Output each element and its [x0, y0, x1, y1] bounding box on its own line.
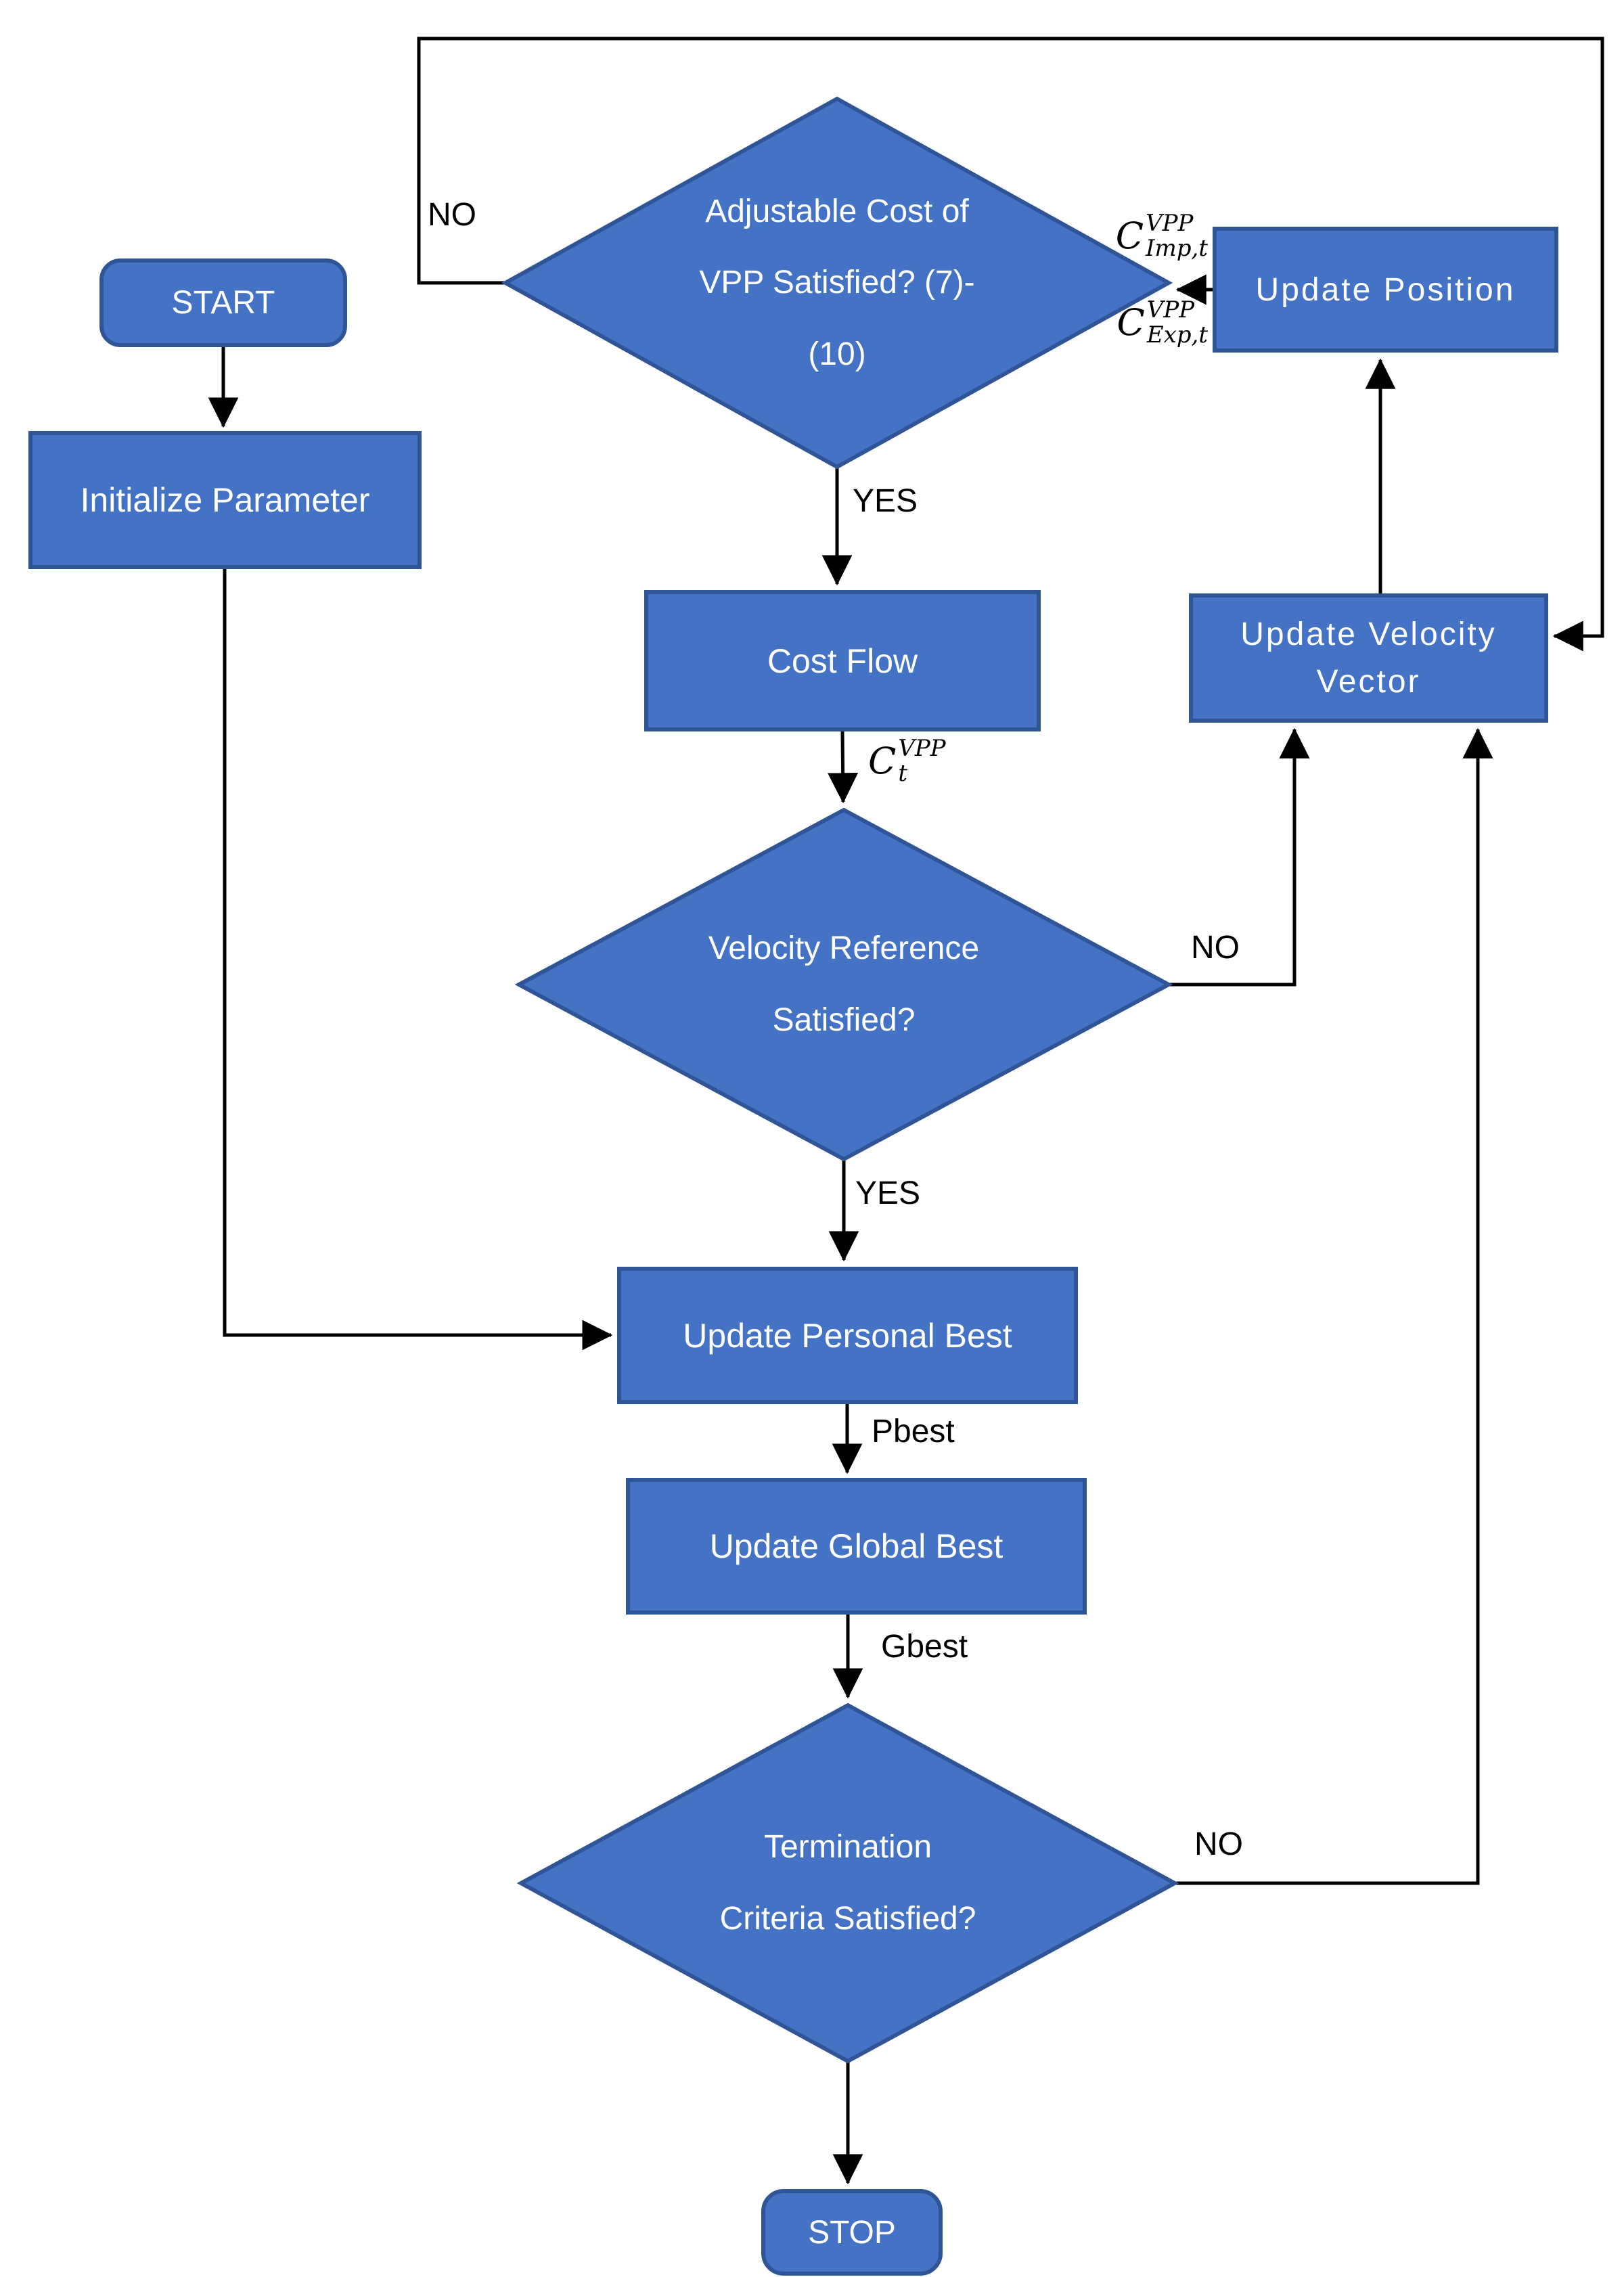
edge-adjustable-no-loop-to-update-velocity [417, 37, 1604, 652]
edge-label-yes-velocity: YES [855, 1175, 921, 1211]
node-update-velocity-label: Update Velocity Vector [1240, 616, 1497, 700]
math-sub: Imp,t [1146, 234, 1208, 262]
edge-label-yes-adjustable: YES [853, 483, 918, 519]
edge-termination-no-to-update-velocity [1175, 727, 1493, 1885]
node-initialize-label: Initialize Parameter [80, 481, 370, 519]
node-cost-flow-shape [644, 590, 1041, 731]
math-sup: VPP [1146, 210, 1194, 237]
node-update-global-best-shape [626, 1478, 1087, 1615]
edge-label-gbest: Gbest [881, 1629, 968, 1665]
math-base: C [1115, 214, 1144, 257]
edge-label-no-velocity: NO [1191, 930, 1240, 966]
node-stop-shape [761, 2189, 943, 2276]
node-stop-label: STOP [808, 2214, 896, 2251]
math-sup: VPP [1146, 296, 1195, 323]
edge-initialize-to-update-personal-best [223, 568, 613, 1351]
node-update-personal-best-shape [617, 1267, 1078, 1404]
node-update-personal-best-label: Update Personal Best [683, 1316, 1012, 1355]
node-shapes [28, 96, 1558, 2276]
node-adjustable-cost-label: Adjustable Cost of VPP Satisfied? (7)- (… [699, 193, 975, 372]
node-update-position-label: Update Position [1255, 271, 1516, 308]
math-sub: t [898, 759, 907, 787]
node-velocity-reference-shape [514, 807, 1173, 1162]
edge-velocity-no-to-update-velocity [1169, 727, 1310, 987]
node-velocity-reference-label: Velocity Reference Satisfied? [708, 930, 980, 1038]
node-start-label: START [171, 285, 275, 321]
math-base: C [868, 739, 897, 782]
edge-label-no-termination: NO [1194, 1826, 1243, 1862]
edges [208, 37, 1604, 2185]
edge-label-pbest: Pbest [872, 1414, 955, 1449]
math-base: C [1116, 300, 1145, 344]
edge-label-no-adjustable: NO [428, 197, 476, 233]
edge-cost-flow-to-velocity-reference [828, 730, 859, 804]
node-adjustable-cost-shape [501, 96, 1173, 470]
node-update-global-best-label: Update Global Best [709, 1527, 1003, 1565]
node-update-velocity-shape [1189, 593, 1548, 723]
node-termination-label: Termination Criteria Satisfied? [719, 1829, 976, 1937]
node-initialize-shape [28, 431, 422, 569]
node-cost-flow-label: Cost Flow [767, 641, 918, 680]
node-update-position-shape [1213, 227, 1558, 353]
node-start-shape [99, 258, 347, 347]
node-termination-shape [516, 1703, 1179, 2064]
math-sup: VPP [898, 735, 946, 762]
math-sub: Exp,t [1146, 321, 1208, 348]
